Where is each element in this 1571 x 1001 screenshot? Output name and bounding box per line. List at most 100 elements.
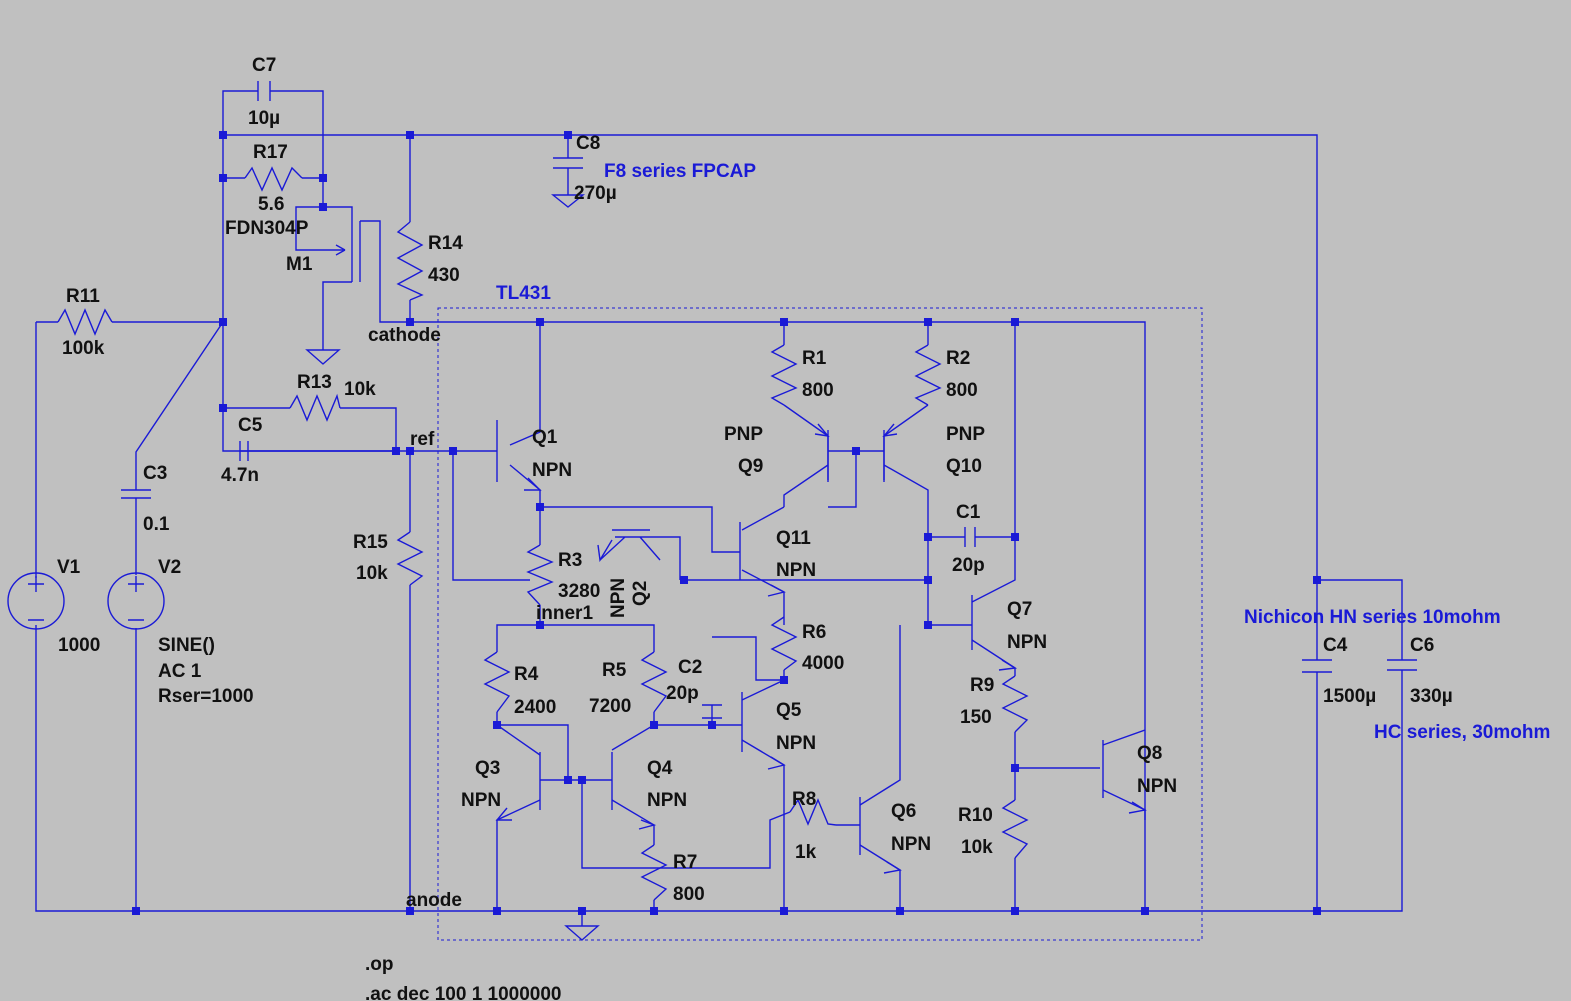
junctions (132, 131, 1321, 915)
c2-name: C2 (678, 657, 702, 678)
r10-name: R10 (958, 805, 993, 826)
q3-name: Q3 (475, 758, 500, 779)
q5-name: Q5 (776, 700, 802, 721)
r10-zigzag[interactable] (1001, 799, 1029, 859)
net-ref: ref (410, 429, 435, 450)
r6-zigzag[interactable] (770, 616, 798, 671)
q1-name: Q1 (532, 427, 558, 448)
c1-plates[interactable] (964, 527, 976, 547)
v1-value: 1000 (58, 635, 100, 656)
r8-zigzag[interactable] (789, 798, 837, 826)
r15-name: R15 (353, 532, 388, 553)
c6-plates[interactable] (1387, 659, 1417, 671)
m1-name: M1 (286, 254, 313, 275)
q11-name: Q11 (776, 528, 811, 549)
r6-name: R6 (802, 622, 826, 643)
r11-zigzag[interactable] (57, 308, 113, 336)
ground-c8 (551, 194, 585, 208)
c4-name: C4 (1323, 635, 1348, 656)
q8-name: Q8 (1137, 743, 1162, 764)
r15-zigzag[interactable] (396, 531, 424, 586)
net-inner1: inner1 (536, 603, 593, 624)
v1-source[interactable] (7, 572, 65, 630)
c4-value: 1500µ (1323, 686, 1376, 707)
q5-type: NPN (776, 733, 816, 754)
r2-zigzag[interactable] (914, 344, 942, 406)
c6-value: 330µ (1410, 686, 1453, 707)
c2-plates[interactable] (702, 704, 722, 719)
c7-plates[interactable] (257, 81, 271, 101)
r6-value: 4000 (802, 653, 844, 674)
c3-plates[interactable] (121, 489, 151, 499)
c3-value: 0.1 (143, 514, 170, 535)
directive-ac: .ac dec 100 1 1000000 (365, 984, 562, 1001)
q7-name: Q7 (1007, 599, 1032, 620)
r9-name: R9 (970, 675, 994, 696)
c3-name: C3 (143, 463, 167, 484)
v2-line1: SINE() (158, 635, 215, 656)
q8-type: NPN (1137, 776, 1177, 797)
r17-zigzag[interactable] (244, 166, 303, 192)
q10-type: PNP (946, 424, 985, 445)
c4-plates[interactable] (1302, 659, 1332, 673)
r17-name: R17 (253, 142, 288, 163)
r17-value: 5.6 (258, 194, 284, 215)
net-cathode: cathode (368, 325, 441, 346)
r4-zigzag[interactable] (483, 651, 511, 713)
q4-name: Q4 (647, 758, 673, 779)
c5-value: 4.7n (221, 465, 259, 486)
c5-name: C5 (238, 415, 263, 436)
r14-value: 430 (428, 265, 460, 286)
c2-value: 20p (666, 683, 699, 704)
c5-plates[interactable] (239, 441, 249, 461)
v2-source[interactable] (107, 572, 165, 630)
c7-name: C7 (252, 55, 276, 76)
tl431-boundary (437, 307, 1203, 941)
ground-m1 (305, 349, 341, 365)
c7-value: 10µ (248, 108, 280, 129)
c8-name: C8 (576, 133, 600, 154)
m1-model: FDN304P (225, 218, 309, 239)
r4-name: R4 (514, 664, 539, 685)
c8-note: F8 series FPCAP (604, 161, 756, 182)
c8-plates[interactable] (553, 157, 583, 169)
q2-type: NPN (608, 578, 629, 618)
r2-name: R2 (946, 348, 970, 369)
r14-zigzag[interactable] (396, 221, 424, 301)
r9-zigzag[interactable] (1001, 675, 1029, 733)
r7-value: 800 (673, 884, 705, 905)
r5-zigzag[interactable] (640, 651, 668, 713)
r3-name: R3 (558, 550, 582, 571)
r7-zigzag[interactable] (640, 844, 668, 901)
q4-type: NPN (647, 790, 687, 811)
r1-zigzag[interactable] (770, 344, 798, 406)
r9-value: 150 (960, 707, 992, 728)
c6-name: C6 (1410, 635, 1434, 656)
v2-name: V2 (158, 557, 181, 578)
symbols (7, 81, 1417, 941)
labels: C7 10µ R17 5.6 FDN304P M1 R14 430 C8 F8 … (57, 55, 1550, 1001)
q10-name: Q10 (946, 456, 982, 477)
ground-bottom (564, 911, 600, 941)
r15-value: 10k (356, 563, 388, 584)
q6-name: Q6 (891, 801, 916, 822)
c8-value: 270µ (574, 183, 617, 204)
r10-value: 10k (961, 837, 993, 858)
m1-mosfet[interactable] (335, 221, 361, 282)
c1-value: 20p (952, 555, 985, 576)
wires (35, 90, 1403, 912)
r14-name: R14 (428, 233, 463, 254)
r1-name: R1 (802, 348, 827, 369)
q3-type: NPN (461, 790, 501, 811)
r5-value: 7200 (589, 696, 631, 717)
r13-zigzag[interactable] (289, 393, 341, 422)
r8-value: 1k (795, 842, 817, 863)
tl431-label: TL431 (496, 283, 551, 304)
r3-zigzag[interactable] (526, 544, 554, 606)
net-anode: anode (406, 890, 462, 911)
r11-value: 100k (62, 338, 105, 359)
v2-line3: Rser=1000 (158, 686, 254, 707)
r4-value: 2400 (514, 697, 556, 718)
nichicon-note: Nichicon HN series 10mohm (1244, 607, 1501, 628)
